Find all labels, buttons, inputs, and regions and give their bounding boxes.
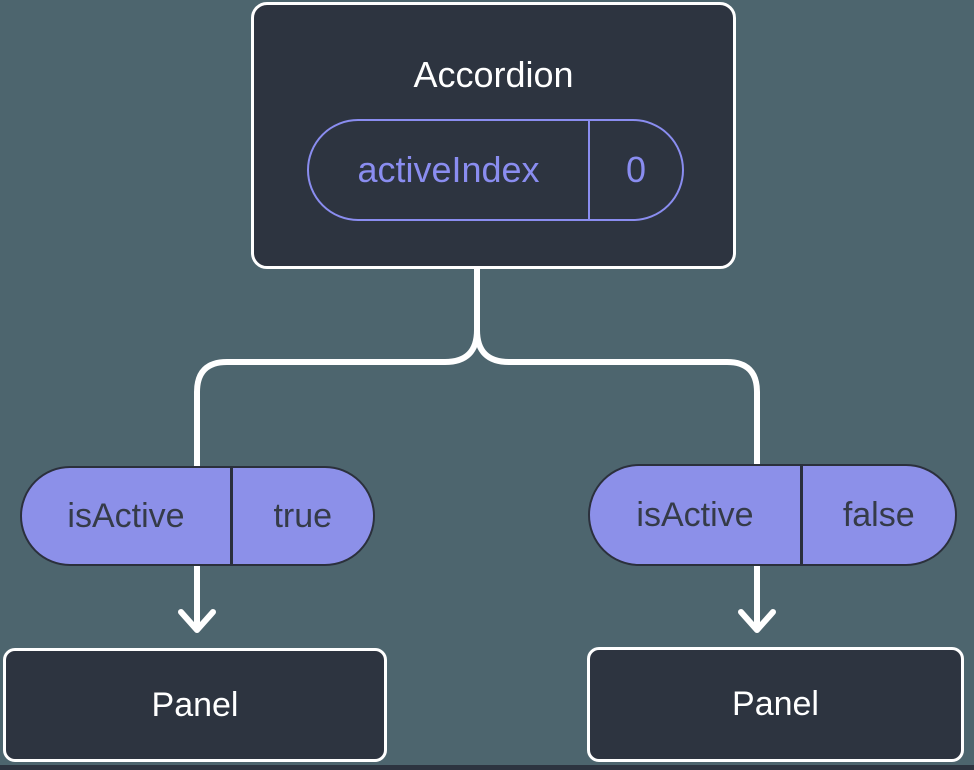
- state-pill-value: 0: [625, 149, 647, 190]
- prop-pill-left-value: true: [273, 496, 333, 535]
- panel-node-right-title: Panel: [732, 685, 819, 723]
- accordion-node-title: Accordion: [413, 54, 574, 95]
- connector-left-branch: [194, 263, 480, 473]
- state-pill-activeindex: activeIndex 0: [307, 119, 684, 221]
- accordion-node: Accordion activeIndex 0: [251, 2, 736, 269]
- state-pill-divider: [588, 121, 590, 219]
- prop-pill-isactive-left: isActive true: [20, 466, 375, 566]
- bottom-edge-strip: [0, 765, 974, 770]
- state-pill-name: activeIndex: [357, 149, 540, 190]
- connector-right-branch: [474, 263, 760, 473]
- prop-pill-left-divider: [230, 468, 233, 564]
- prop-pill-isactive-right: isActive false: [588, 464, 957, 566]
- panel-node-left-title: Panel: [151, 685, 239, 724]
- panel-node-left: Panel: [3, 648, 387, 762]
- panel-node-right: Panel: [587, 647, 964, 762]
- prop-pill-right-divider: [800, 466, 803, 564]
- arrow-left-head: [178, 609, 216, 633]
- arrow-right-head: [738, 609, 776, 633]
- prop-pill-left-name: isActive: [67, 496, 185, 535]
- prop-pill-right-name: isActive: [636, 495, 754, 534]
- prop-pill-right-value: false: [842, 495, 915, 534]
